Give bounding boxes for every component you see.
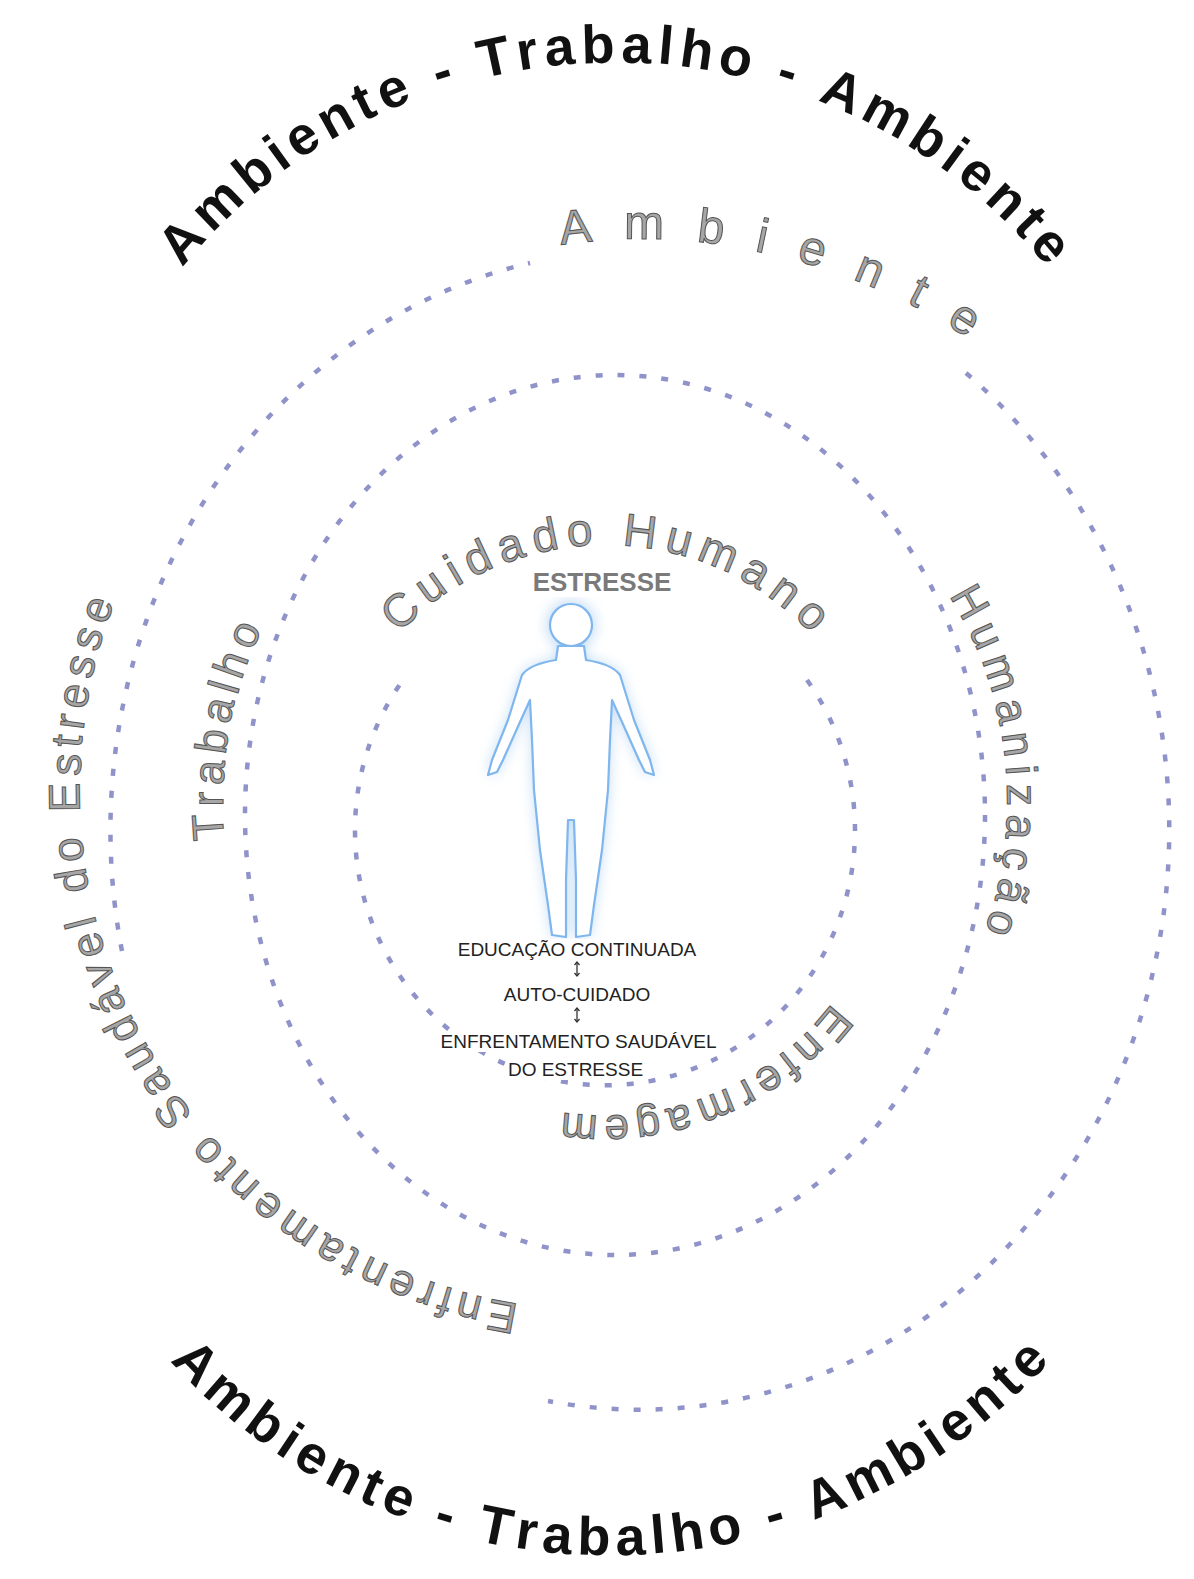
ring-label: Ambiente <box>529 192 1005 380</box>
arc-letter: g <box>634 1103 665 1150</box>
arc-letter: H <box>621 506 659 556</box>
arc-letter: A <box>556 201 593 252</box>
arc-letter: T <box>186 812 232 842</box>
arc-letter: d <box>49 865 97 897</box>
arc-letter: u <box>962 615 1012 655</box>
arc-letter: e <box>71 590 121 628</box>
arc-letter: a <box>542 18 577 75</box>
arc-letter: r <box>513 1502 542 1558</box>
arc-letter: T <box>474 1495 517 1554</box>
figure-outline <box>488 604 654 937</box>
arc-letter: o <box>702 1495 745 1554</box>
ring-label: Humanização <box>913 565 1051 963</box>
arc-letter: n <box>452 1285 487 1334</box>
arc-letter: a <box>540 1506 575 1562</box>
text-holder: AUTO-CUIDADO <box>427 984 727 1006</box>
arc-letter: e <box>604 1108 630 1153</box>
arc-letter: u <box>661 513 697 564</box>
arc-letter: n <box>995 729 1042 759</box>
arc-letter: r <box>46 711 92 731</box>
outer-ring <box>110 263 530 951</box>
arc-letter: t <box>45 733 90 749</box>
arc-letter: a <box>491 519 530 571</box>
arc-letter <box>55 895 101 916</box>
figure-glow <box>488 601 654 937</box>
arc-letter: o <box>564 506 593 554</box>
center-note: ENFRENTAMENTO SAUDÁVEL DO ESTRESSE <box>438 1031 717 1080</box>
center-note: EDUCAÇÃO CONTINUADA <box>455 939 700 960</box>
arc-letter: r <box>512 22 541 79</box>
center-note: AUTO-CUIDADO <box>501 984 653 1005</box>
center-title: ESTRESSE <box>530 567 675 597</box>
arc-letter: - <box>757 1484 790 1541</box>
arc-letter: - <box>424 42 457 99</box>
arc-letter: i <box>999 764 1044 777</box>
ring-label: Enfermagem <box>536 970 867 1159</box>
arc-letter: s <box>55 650 103 682</box>
arc-letter: h <box>206 645 256 683</box>
arc-letter: e <box>49 679 97 711</box>
arc-letter: m <box>692 1081 742 1135</box>
arc-letter: e <box>941 291 989 346</box>
text-holder: ESTRESSE <box>452 567 752 597</box>
outer-ring <box>548 373 1169 1410</box>
arc-letter: d <box>527 510 561 560</box>
arc-letter: i <box>753 211 773 260</box>
arc-letter: b <box>581 16 616 71</box>
arc-letter: E <box>43 783 87 813</box>
arc-letter: s <box>63 621 111 655</box>
arc-letter: a <box>621 16 653 71</box>
arc-letter: b <box>577 1509 611 1564</box>
arc-letter: a <box>194 693 242 727</box>
arc-letter: s <box>43 753 88 777</box>
arc-letter: l <box>648 1507 667 1562</box>
arc-letter: h <box>667 1502 707 1560</box>
arc-letter: H <box>944 577 998 626</box>
arc-letter: a <box>186 759 232 786</box>
arc-letter <box>601 506 614 552</box>
ring-label: Enfrentamento Saudável do Estresse <box>36 571 549 1346</box>
arc-letter: - <box>430 1484 463 1541</box>
arc-letter: T <box>472 26 516 86</box>
arc-letter: a <box>663 1096 698 1145</box>
arc-letter: a <box>988 694 1036 727</box>
arc-letter: n <box>849 242 892 297</box>
arc-letter: ç <box>994 845 1041 873</box>
arc-letter: o <box>978 906 1027 943</box>
arc-letter: a <box>999 814 1045 841</box>
middle-ring <box>245 375 985 1255</box>
arc-heading: Ambiente - Trabalho - Ambiente <box>129 1318 1093 1579</box>
arc-letter: l <box>656 18 676 73</box>
arc-letter: b <box>696 202 728 253</box>
arc-letter: ã <box>988 875 1036 909</box>
arc-letter: m <box>693 523 746 580</box>
arc-letter: m <box>975 648 1028 697</box>
arc-letter: h <box>677 20 717 78</box>
arc-letter: m <box>558 1106 598 1153</box>
arc-letter <box>44 818 89 833</box>
arc-letter: o <box>45 835 91 864</box>
arc-letter: t <box>902 267 936 316</box>
arc-letter: E <box>484 1292 521 1341</box>
arc-letter: o <box>715 26 759 86</box>
arc-heading: Ambiente - Trabalho - Ambiente <box>141 8 1092 310</box>
arc-letter: z <box>1000 784 1044 807</box>
arc-letter: m <box>624 199 664 247</box>
arc-letter: r <box>186 792 230 807</box>
text-holder: EDUCAÇÃO CONTINUADA <box>427 939 727 961</box>
arc-letter: a <box>614 1508 646 1563</box>
arc-letter: b <box>188 726 235 757</box>
arc-letter: e <box>63 927 112 963</box>
ring-label: Trabalho <box>179 597 301 870</box>
arc-letter: - <box>772 42 805 99</box>
text-holder: ENFRENTAMENTO SAUDÁVEL DO ESTRESSE <box>427 1028 727 1084</box>
arc-letter: e <box>794 222 833 276</box>
